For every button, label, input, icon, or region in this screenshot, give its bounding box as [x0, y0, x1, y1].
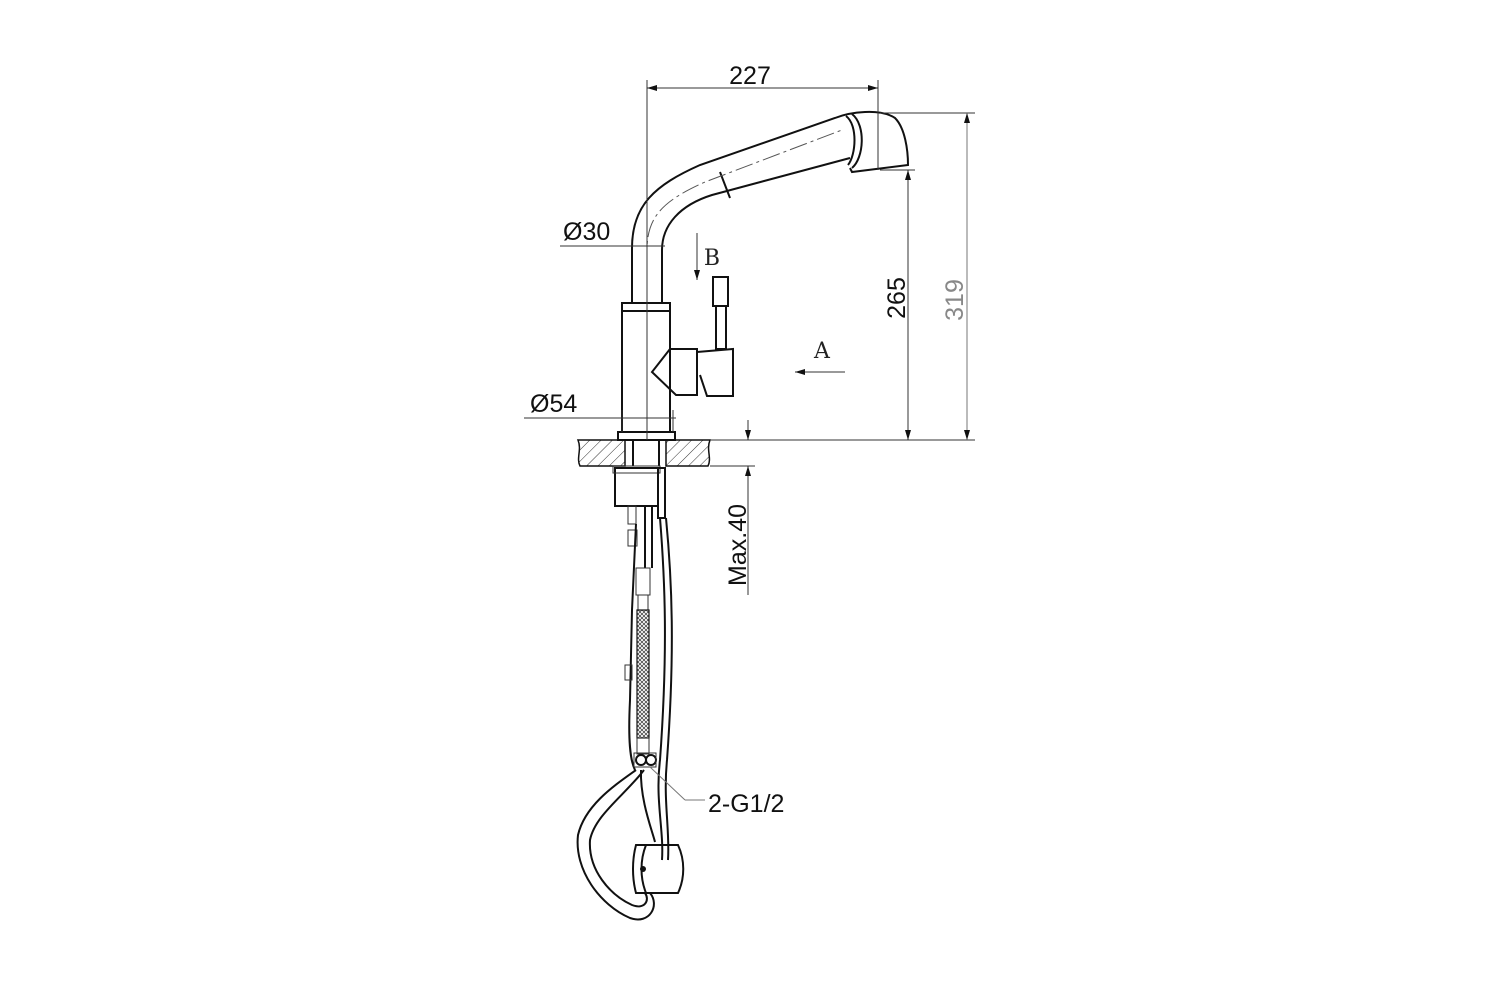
view-arrow-a: A — [795, 339, 845, 375]
view-label-a: A — [813, 339, 831, 364]
braided-hose — [636, 609, 650, 739]
dim-label-319: 319 — [941, 279, 969, 321]
connection-label: 2-G1/2 — [708, 790, 784, 818]
spout — [631, 110, 910, 440]
dim-label-227: 227 — [729, 62, 771, 90]
dim-label-max40: Max.40 — [724, 504, 752, 586]
dimension-227: 227 — [646, 62, 879, 440]
view-arrow-b: B — [694, 233, 720, 280]
lever-handle[interactable] — [650, 276, 734, 397]
spray-head[interactable] — [632, 844, 685, 894]
countertop-section — [576, 439, 712, 467]
dim-label-265: 265 — [883, 277, 911, 319]
dimension-diameter-30: Ø30 — [560, 218, 665, 247]
dim-label-d54: Ø54 — [530, 390, 577, 418]
dimension-heights: 265 319 — [710, 112, 975, 441]
dim-label-d30: Ø30 — [563, 218, 610, 246]
dimension-diameter-54: Ø54 — [524, 390, 676, 432]
view-label-b: B — [704, 246, 720, 271]
under-deck-assembly — [576, 465, 685, 921]
connection-callout: 2-G1/2 — [649, 766, 784, 818]
dimension-max-40: Max.40 — [710, 420, 755, 595]
